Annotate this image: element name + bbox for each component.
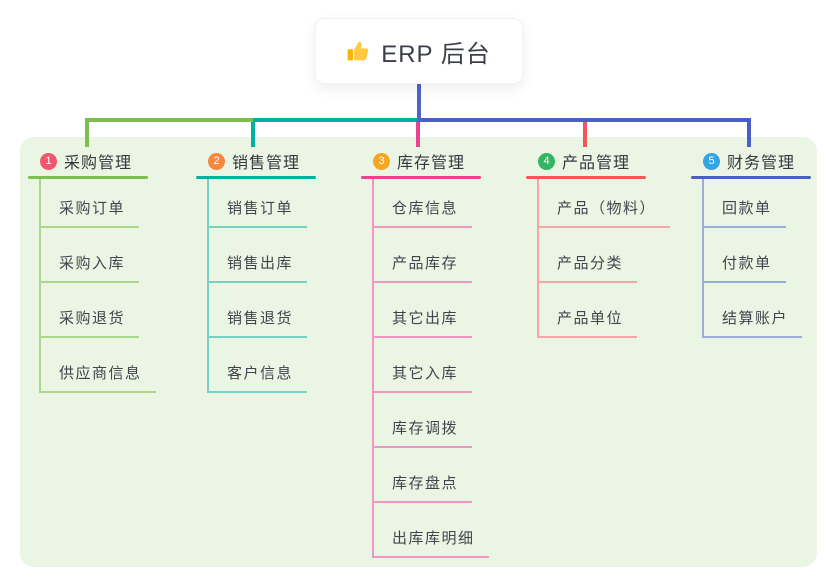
branch-node[interactable]: 1 采购管理 xyxy=(28,146,148,176)
child-row: 付款单 xyxy=(704,228,811,283)
child-row: 出库库明细 xyxy=(374,503,489,558)
root-connector-line xyxy=(417,84,421,122)
thumbs-up-icon xyxy=(347,39,371,63)
child-row: 仓库信息 xyxy=(374,179,481,228)
branch-label: 库存管理 xyxy=(397,155,466,172)
branch-node[interactable]: 2 销售管理 xyxy=(196,146,316,176)
branch-column: 1 采购管理 采购订单 采购入库 采购退货 供应商信息 xyxy=(28,146,156,393)
branch-node[interactable]: 5 财务管理 xyxy=(691,146,811,176)
child-node[interactable]: 其它入库 xyxy=(374,362,473,393)
branch-column: 5 财务管理 回款单 付款单 结算账户 xyxy=(691,146,811,338)
branch-children: 产品（物料） 产品分类 产品单位 xyxy=(537,179,671,338)
branch-underline-line xyxy=(196,176,316,179)
child-node[interactable]: 产品（物料） xyxy=(539,197,671,228)
child-node[interactable]: 采购入库 xyxy=(41,252,140,283)
child-row: 销售订单 xyxy=(209,179,316,228)
child-row: 其它出库 xyxy=(374,283,481,338)
child-node[interactable]: 出库库明细 xyxy=(374,527,489,558)
root-node[interactable]: ERP 后台 xyxy=(315,18,523,84)
branch-column: 3 库存管理 仓库信息 产品库存 其它出库 其它入库 库存调拨 库存盘点 出库库… xyxy=(361,146,489,558)
child-node[interactable]: 回款单 xyxy=(704,197,786,228)
branch-label: 采购管理 xyxy=(64,155,133,172)
connector-drop-line xyxy=(583,122,587,147)
child-node[interactable]: 付款单 xyxy=(704,252,786,283)
child-row: 产品（物料） xyxy=(539,179,671,228)
child-node[interactable]: 采购订单 xyxy=(41,197,140,228)
child-row: 采购订单 xyxy=(41,179,148,228)
child-row: 其它入库 xyxy=(374,338,481,393)
branch-column: 2 销售管理 销售订单 销售出库 销售退货 客户信息 xyxy=(196,146,316,393)
connector-drop-line xyxy=(416,122,420,147)
connector-drop-line xyxy=(747,122,751,147)
branch-children: 采购订单 采购入库 采购退货 供应商信息 xyxy=(39,179,156,393)
child-node[interactable]: 客户信息 xyxy=(209,362,308,393)
branches-panel xyxy=(20,137,817,567)
connector-h-line xyxy=(418,118,751,122)
branch-node[interactable]: 3 库存管理 xyxy=(361,146,481,176)
child-row: 产品分类 xyxy=(539,228,646,283)
child-node[interactable]: 销售退货 xyxy=(209,307,308,338)
branch-label: 财务管理 xyxy=(727,155,796,172)
branch-children: 回款单 付款单 结算账户 xyxy=(702,179,811,338)
branch-label: 产品管理 xyxy=(562,155,631,172)
child-node[interactable]: 库存调拨 xyxy=(374,417,473,448)
connector-h-line xyxy=(85,118,253,122)
branch-underline-line xyxy=(28,176,148,179)
child-node[interactable]: 供应商信息 xyxy=(41,362,156,393)
child-node[interactable]: 产品单位 xyxy=(539,307,638,338)
root-node-label: ERP 后台 xyxy=(381,40,491,68)
child-row: 产品单位 xyxy=(539,283,646,338)
branch-underline-line xyxy=(691,176,811,179)
connector-drop-line xyxy=(85,122,89,147)
connector-drop-line xyxy=(251,122,255,147)
child-node[interactable]: 产品分类 xyxy=(539,252,638,283)
branch-children: 仓库信息 产品库存 其它出库 其它入库 库存调拨 库存盘点 出库库明细 xyxy=(372,179,489,558)
child-node[interactable]: 销售出库 xyxy=(209,252,308,283)
child-node[interactable]: 销售订单 xyxy=(209,197,308,228)
child-row: 回款单 xyxy=(704,179,811,228)
branch-number-badge: 4 xyxy=(538,152,555,170)
branch-column: 4 产品管理 产品（物料） 产品分类 产品单位 xyxy=(526,146,671,338)
child-node[interactable]: 库存盘点 xyxy=(374,472,473,503)
branch-label: 销售管理 xyxy=(232,155,301,172)
child-row: 产品库存 xyxy=(374,228,481,283)
child-row: 客户信息 xyxy=(209,338,316,393)
branch-number-badge: 5 xyxy=(703,152,720,170)
branch-number-badge: 1 xyxy=(40,152,57,170)
connector-h-line xyxy=(253,118,418,122)
child-row: 库存调拨 xyxy=(374,393,481,448)
branch-underline-line xyxy=(526,176,646,179)
branch-number-badge: 2 xyxy=(208,152,225,170)
child-row: 销售退货 xyxy=(209,283,316,338)
branch-children: 销售订单 销售出库 销售退货 客户信息 xyxy=(207,179,316,393)
child-node[interactable]: 产品库存 xyxy=(374,252,473,283)
branch-node[interactable]: 4 产品管理 xyxy=(526,146,646,176)
branch-underline-line xyxy=(361,176,481,179)
child-row: 供应商信息 xyxy=(41,338,156,393)
branch-number-badge: 3 xyxy=(373,152,390,170)
child-node[interactable]: 结算账户 xyxy=(704,307,803,338)
child-row: 库存盘点 xyxy=(374,448,481,503)
child-row: 结算账户 xyxy=(704,283,811,338)
child-node[interactable]: 采购退货 xyxy=(41,307,140,338)
child-row: 销售出库 xyxy=(209,228,316,283)
child-row: 采购入库 xyxy=(41,228,148,283)
child-node[interactable]: 仓库信息 xyxy=(374,197,473,228)
child-row: 采购退货 xyxy=(41,283,148,338)
child-node[interactable]: 其它出库 xyxy=(374,307,473,338)
